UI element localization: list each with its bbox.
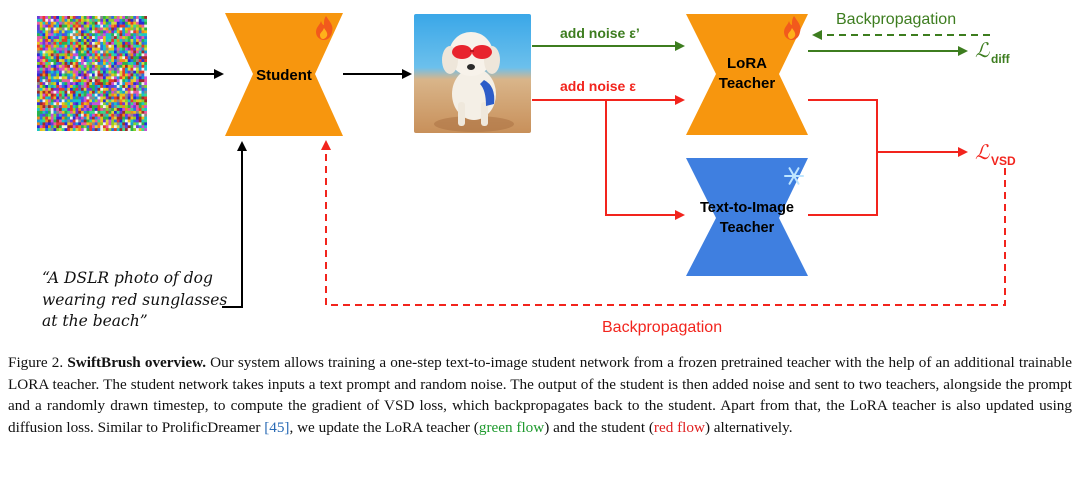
citation-link[interactable]: [45]: [264, 418, 290, 436]
caption-text: ) alternatively.: [704, 418, 793, 436]
t2i-teacher-label-1: Text-to-Image: [700, 200, 794, 216]
snowflake-icon: [784, 167, 804, 185]
random-noise-image: [37, 16, 147, 131]
prompt-to-student-arrow: [222, 141, 247, 308]
caption-title: SwiftBrush overview.: [67, 354, 207, 371]
figure-caption: Figure 2. SwiftBrush overview. Our syste…: [8, 352, 1072, 438]
caption-text: ) and the student (: [544, 418, 654, 436]
t2i-teacher-shape: [686, 158, 808, 276]
loss-vsd-subscript: VSD: [991, 154, 1016, 168]
lora-to-vsd-line: [808, 99, 878, 152]
t2i-teacher-label-2: Teacher: [720, 220, 775, 236]
prompt-line: “A DSLR photo of dog: [42, 269, 213, 287]
green-flow-text: green flow: [478, 418, 545, 436]
backprop-red-arrow: [321, 140, 1006, 306]
lora-teacher-label-2: Teacher: [719, 75, 776, 92]
loss-diff-symbol: ℒ: [975, 40, 990, 62]
add-noise-red-label: add noise ε: [560, 78, 636, 94]
student-network-shape: [225, 13, 343, 136]
loss-diff-subscript: diff: [991, 52, 1011, 66]
prompt-line: wearing red sunglasses: [42, 290, 228, 309]
backprop-top-label: Backpropagation: [836, 11, 956, 28]
red-flow-text: red flow: [653, 418, 705, 436]
swiftbrush-diagram: Student LoRA Teacher Text-to-Image Teach…: [37, 11, 1016, 336]
prompt-line: at the beach”: [42, 312, 148, 330]
text-prompt: “A DSLR photo of dog wearing red sunglas…: [42, 268, 242, 333]
lora-teacher-label-1: LoRA: [727, 55, 767, 72]
dog-sunglasses-image: [414, 14, 531, 133]
caption-text: Our system allows training a one-step te…: [8, 354, 1072, 436]
student-label: Student: [256, 67, 312, 84]
lora-teacher-shape: [686, 14, 808, 135]
t2i-to-vsd-line: [808, 152, 878, 216]
add-noise-green-label: add noise ε’: [560, 25, 640, 41]
diagram-svg: Student LoRA Teacher Text-to-Image Teach…: [150, 11, 1016, 336]
red-to-t2i-arrow: [605, 100, 685, 220]
caption-text: , we update the LoRA teacher (: [289, 418, 479, 436]
loss-vsd-symbol: ℒ: [975, 142, 990, 164]
fire-icon: [316, 16, 333, 40]
figure-label: Figure 2.: [8, 354, 64, 371]
fire-icon: [784, 16, 801, 40]
backprop-bottom-label: Backpropagation: [602, 319, 722, 336]
